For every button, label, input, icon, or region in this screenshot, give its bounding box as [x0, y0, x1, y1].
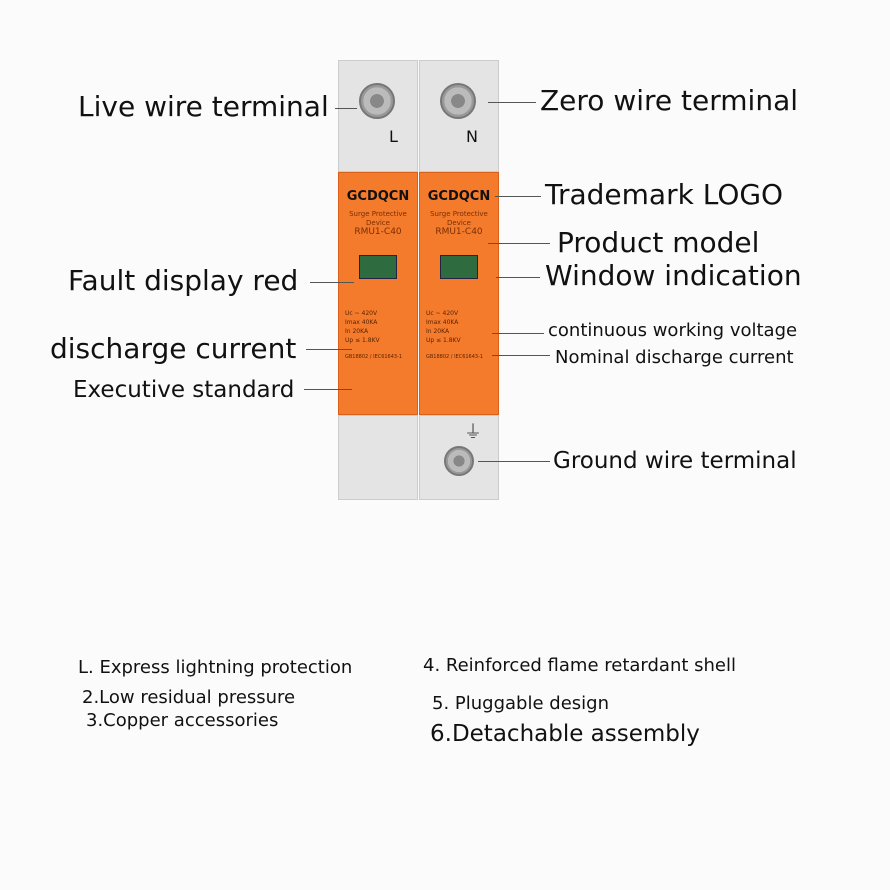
label-ground-wire: Ground wire terminal — [553, 448, 797, 474]
indicator-window — [440, 255, 478, 279]
spec-line: Imax 40KA — [426, 319, 459, 326]
device-desc: Device — [447, 219, 471, 227]
model-number: RMU1-C40 — [354, 227, 402, 237]
spec-line: Uc ~ 420V — [345, 310, 378, 317]
standard-text: GB18802 / IEC61643-1 — [345, 354, 403, 360]
label-fault-display: Fault display red — [68, 264, 299, 297]
feature-item: 2.Low residual pressure — [82, 687, 296, 708]
label-window: Window indication — [545, 259, 802, 292]
brand-logo: GCDQCN — [427, 189, 491, 204]
device-desc: Surge Protective — [349, 210, 407, 218]
spec-line: Imax 40KA — [345, 319, 378, 326]
module-neutral: N GCDQCN Surge Protective Device RMU1-C4… — [419, 60, 499, 500]
standard-text: GB18802 / IEC61643-1 — [426, 354, 484, 360]
ground-screw-icon — [444, 446, 474, 476]
feature-item: 5. Pluggable design — [432, 693, 609, 714]
module-live: L GCDQCN Surge Protective Device RMU1-C4… — [338, 60, 418, 500]
label-product-model: Product model — [557, 226, 760, 259]
feature-item: 4. Reinforced flame retardant shell — [423, 655, 737, 676]
label-trademark: Trademark LOGO — [545, 178, 784, 211]
feature-item: L. Express lightning protection — [78, 657, 353, 678]
feature-item: 6.Detachable assembly — [430, 721, 700, 747]
label-live-wire: Live wire terminal — [78, 90, 329, 123]
spec-line: In 20KA — [345, 328, 369, 335]
feature-item: 3.Copper accessories — [86, 710, 279, 731]
brand-logo: GCDQCN — [346, 189, 410, 204]
model-number: RMU1-C40 — [435, 227, 483, 237]
spec-line: Uc ~ 420V — [426, 310, 459, 317]
indicator-window — [359, 255, 397, 279]
device-desc: Device — [366, 219, 390, 227]
label-discharge-current: discharge current — [50, 332, 297, 365]
spec-line: In 20KA — [426, 328, 450, 335]
label-voltage: continuous working voltage — [548, 320, 798, 341]
spec-line: Up ≤ 1.8KV — [426, 337, 461, 344]
spec-line: Up ≤ 1.8KV — [345, 337, 380, 344]
ground-icon: ⏚ — [464, 422, 482, 443]
label-nominal-current: Nominal discharge current — [555, 347, 794, 368]
device-desc: Surge Protective — [430, 210, 488, 218]
terminal-letter: L — [389, 127, 398, 146]
label-zero-wire: Zero wire terminal — [540, 84, 799, 117]
label-executive-standard: Executive standard — [73, 377, 295, 403]
screw-icon — [359, 83, 395, 119]
screw-icon — [440, 83, 476, 119]
terminal-letter: N — [466, 127, 478, 146]
